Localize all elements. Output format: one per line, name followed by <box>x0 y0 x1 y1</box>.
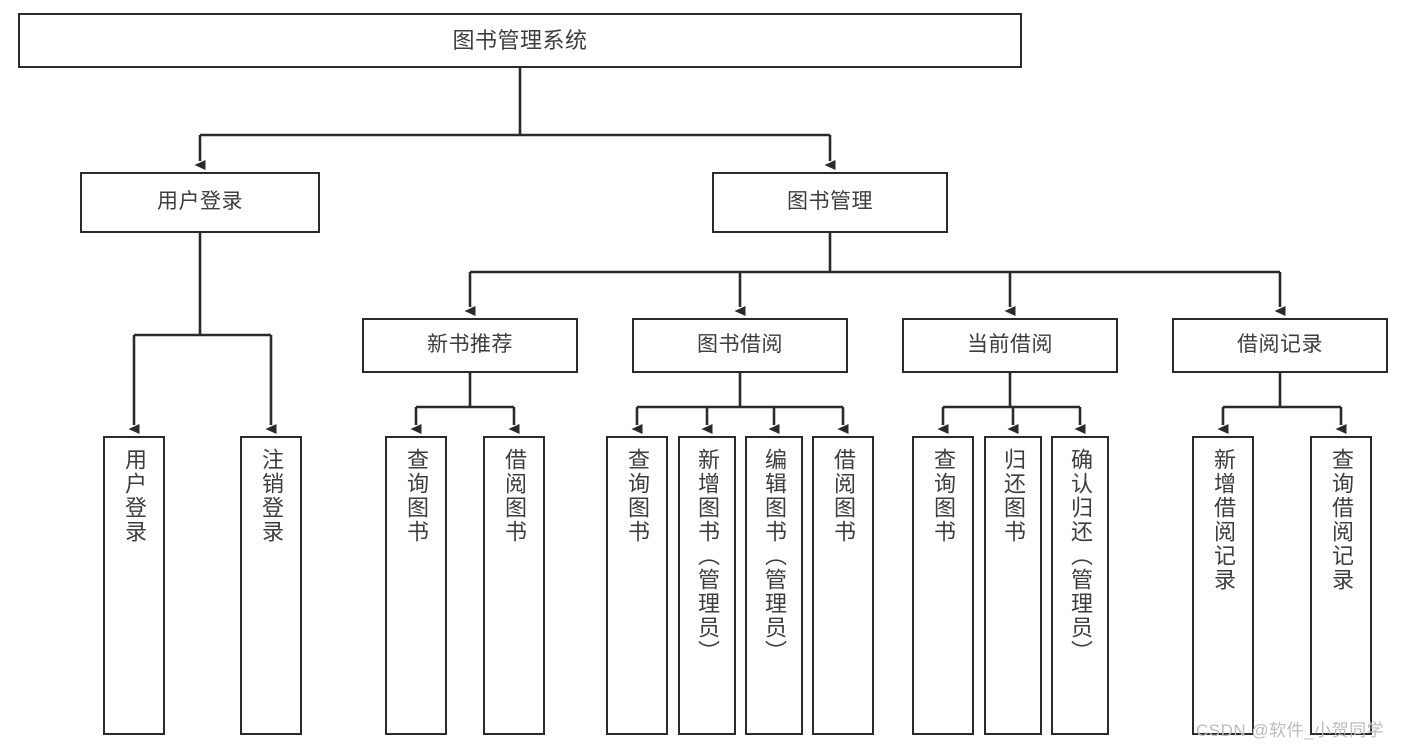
node-new-book-recommend[interactable]: 新书推荐 <box>362 318 578 373</box>
node-label: 用户登录 <box>122 448 147 544</box>
node-label: 查询图书 <box>931 448 956 544</box>
csdn-watermark: CSDN @软件_小贺同学 <box>1196 721 1385 740</box>
node-label: 查询图书 <box>404 448 429 544</box>
node-label: 新增借阅记录 <box>1211 448 1236 592</box>
node-leaf-query-book-1[interactable]: 查询图书 <box>385 436 447 735</box>
node-label: 新书推荐 <box>427 333 513 357</box>
node-label: 图书借阅 <box>697 333 783 357</box>
node-borrow-record[interactable]: 借阅记录 <box>1172 318 1388 373</box>
node-label: 用户登录 <box>157 190 243 214</box>
node-book-manage[interactable]: 图书管理 <box>712 172 948 233</box>
node-label: 借阅记录 <box>1237 333 1323 357</box>
node-label: 注销登录 <box>259 448 284 544</box>
node-label: 图书管理系统 <box>452 27 588 53</box>
node-leaf-user-login[interactable]: 用户登录 <box>103 436 165 735</box>
node-leaf-borrow-book-1[interactable]: 借阅图书 <box>483 436 545 735</box>
node-label: 图书管理 <box>787 190 873 214</box>
node-leaf-return-book[interactable]: 归还图书 <box>984 436 1042 735</box>
node-label: 查询图书 <box>625 448 650 544</box>
node-label: 借阅图书 <box>831 448 856 544</box>
node-label: 新增图书（管理员） <box>695 448 720 664</box>
node-leaf-edit-book[interactable]: 编辑图书（管理员） <box>745 436 803 735</box>
node-label: 编辑图书（管理员） <box>762 448 787 664</box>
node-user-login[interactable]: 用户登录 <box>80 172 320 233</box>
node-label: 确认归还（管理员） <box>1068 448 1093 664</box>
node-label: 当前借阅 <box>967 333 1053 357</box>
node-book-borrow[interactable]: 图书借阅 <box>632 318 848 373</box>
node-leaf-logout[interactable]: 注销登录 <box>240 436 302 735</box>
node-leaf-add-book[interactable]: 新增图书（管理员） <box>678 436 736 735</box>
node-leaf-add-record[interactable]: 新增借阅记录 <box>1192 436 1254 735</box>
node-label: 借阅图书 <box>502 448 527 544</box>
node-root[interactable]: 图书管理系统 <box>18 13 1022 68</box>
node-label: 查询借阅记录 <box>1329 448 1354 592</box>
node-leaf-query-book-2[interactable]: 查询图书 <box>606 436 668 735</box>
node-leaf-confirm-return[interactable]: 确认归还（管理员） <box>1051 436 1109 735</box>
node-leaf-query-record[interactable]: 查询借阅记录 <box>1310 436 1372 735</box>
node-leaf-query-book-3[interactable]: 查询图书 <box>912 436 974 735</box>
node-label: 归还图书 <box>1001 448 1026 544</box>
node-leaf-borrow-book-2[interactable]: 借阅图书 <box>812 436 874 735</box>
node-current-borrow[interactable]: 当前借阅 <box>902 318 1118 373</box>
